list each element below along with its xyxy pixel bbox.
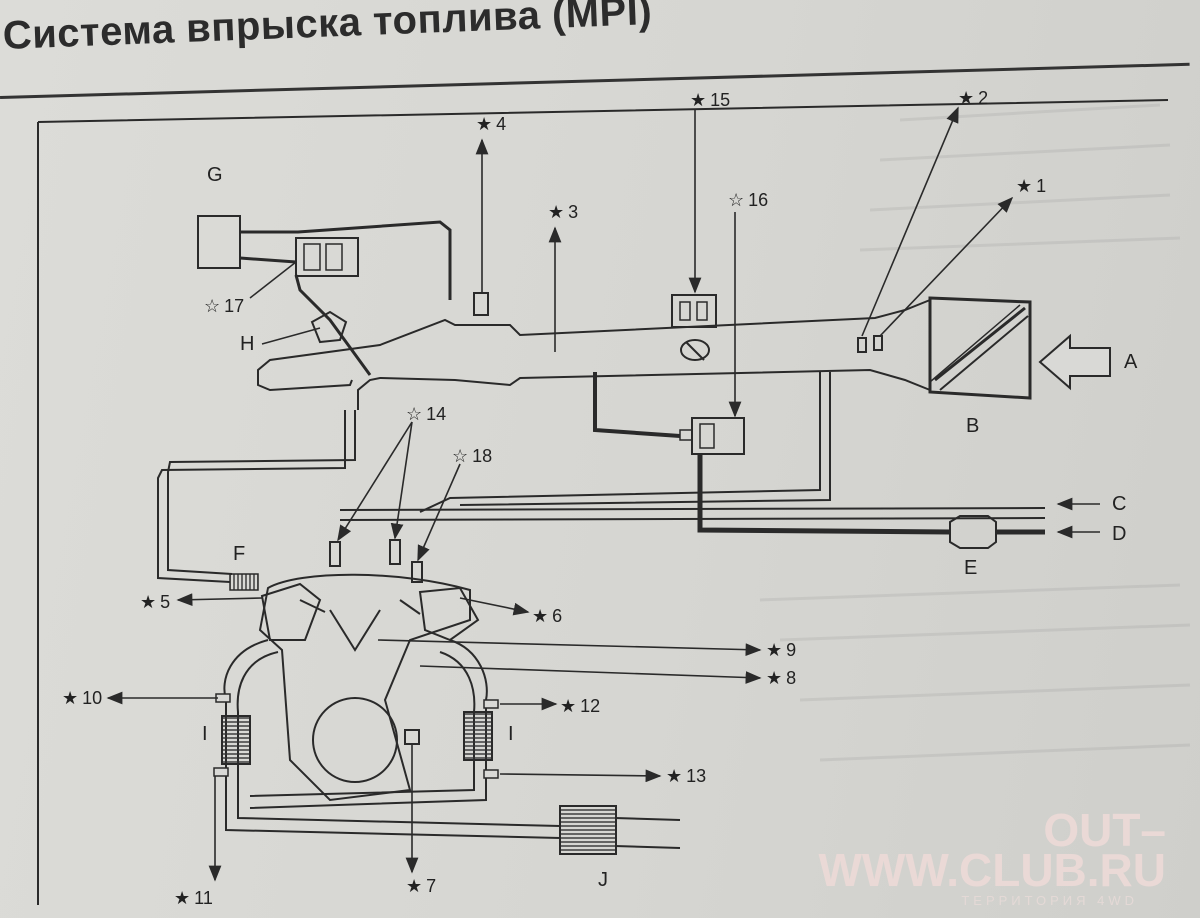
vacuum-hose <box>593 372 681 438</box>
engine-block <box>258 573 471 802</box>
callout-line-8 <box>419 665 762 684</box>
callout-5: ★5 <box>140 592 170 612</box>
watermark-tagline: ТЕРРИТОРИЯ 4WD <box>961 893 1138 908</box>
callout-2: ★2 <box>958 88 988 108</box>
line-c <box>339 507 1046 521</box>
callout-line-2 <box>861 106 959 337</box>
label-e: E <box>964 557 977 579</box>
intake-pipe <box>257 299 931 410</box>
solenoid-valve-17 <box>295 237 359 277</box>
label-j: J <box>598 869 608 891</box>
label-h: H <box>240 333 254 355</box>
airflow-sensor-b <box>873 335 883 351</box>
callout-line-6 <box>459 597 530 616</box>
callout-line-9 <box>377 639 762 657</box>
callout-line-18 <box>417 463 461 562</box>
fuel-filter-e <box>949 515 997 549</box>
diagram-frame <box>37 99 1169 905</box>
label-f: F <box>233 543 245 565</box>
callout-1: ★1 <box>1016 176 1046 196</box>
left-bank-catalyst-i <box>221 715 251 765</box>
callout-line-h <box>261 327 321 345</box>
callout-15: ★15 <box>690 90 730 110</box>
purge-control-valve <box>679 417 745 455</box>
air-inlet-arrow <box>1038 333 1111 391</box>
intake-sensor-4 <box>473 292 489 316</box>
callout-line-13 <box>499 769 662 783</box>
callout-11: ★11 <box>174 888 213 908</box>
bleed-through-text <box>759 103 1191 762</box>
callout-13: ★13 <box>666 766 706 786</box>
label-g: G <box>207 164 223 186</box>
callout-9: ★9 <box>766 640 796 660</box>
callout-10: ★10 <box>62 688 102 708</box>
catalytic-converter-j <box>559 805 617 855</box>
callout-16: ☆16 <box>728 190 768 210</box>
fuel-line-d <box>697 455 951 535</box>
evap-canister-g <box>197 215 241 269</box>
oxygen-sensors <box>213 693 499 779</box>
callout-4: ★4 <box>476 114 506 134</box>
right-bank-catalyst-i <box>463 711 493 761</box>
callout-8: ★8 <box>766 668 796 688</box>
callout-line-1 <box>879 196 1014 337</box>
label-a: A <box>1124 351 1138 373</box>
watermark-line-1: OUT– <box>1043 804 1166 856</box>
callout-line-5 <box>176 593 263 607</box>
label-i-right: I <box>508 723 514 745</box>
callout-7: ★7 <box>406 876 436 896</box>
callout-14: ☆14 <box>406 404 446 424</box>
label-i-left: I <box>202 723 208 745</box>
callout-18: ☆18 <box>452 446 492 466</box>
watermark-logo: OUT– WWW.CLUB.RU <box>818 804 1166 896</box>
fuel-injectors <box>329 539 423 583</box>
callout-line-14a <box>337 421 413 542</box>
cylinder-heads <box>260 582 480 642</box>
hoses-upper <box>239 220 452 376</box>
callout-3: ★3 <box>548 202 578 222</box>
injector-f <box>229 573 259 591</box>
airflow-sensor-a <box>857 337 867 353</box>
air-filter-housing <box>928 296 1032 400</box>
callout-12: ★12 <box>560 696 600 716</box>
label-c: C <box>1112 493 1126 515</box>
watermark-line-2: WWW.CLUB.RU <box>818 844 1166 896</box>
label-b: B <box>966 415 979 437</box>
callout-17: ☆17 <box>204 296 244 316</box>
return-loop <box>157 372 831 583</box>
callout-6: ★6 <box>532 606 562 626</box>
label-d: D <box>1112 523 1126 545</box>
valve-h <box>310 310 348 344</box>
callout-line-14b <box>390 421 413 540</box>
callout-line-17 <box>249 261 297 299</box>
throttle-body <box>671 294 717 361</box>
